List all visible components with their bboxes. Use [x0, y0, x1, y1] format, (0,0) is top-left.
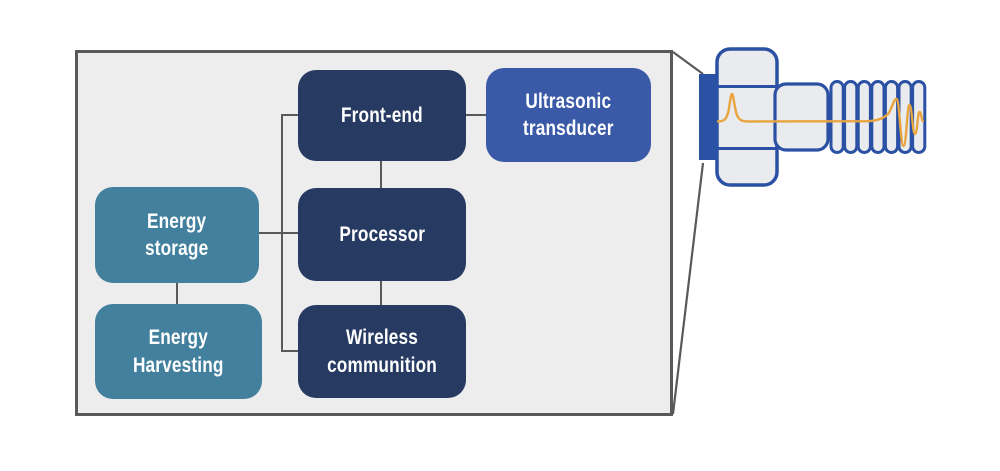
block-energy-storage: Energy storage — [95, 187, 259, 283]
block-energy-storage-label: Energy storage — [145, 209, 209, 260]
block-processor: Processor — [298, 188, 466, 281]
block-wireless-communition-label: Wireless communition — [327, 326, 437, 377]
ultrasonic-bolt-illustration — [699, 47, 927, 187]
bolt-thread — [897, 80, 913, 154]
bolt-transducer-element — [699, 74, 718, 160]
connector-storage-to-harvesting — [176, 282, 178, 305]
block-wireless-communition: Wireless communition — [298, 305, 466, 398]
connector-frontend-to-processor — [380, 160, 382, 189]
bolt-thread — [856, 80, 872, 154]
block-ultrasonic-transducer-label: Ultrasonic transducer — [523, 89, 614, 140]
block-processor-label: Processor — [339, 222, 425, 246]
callout-line-bottom — [671, 162, 705, 415]
block-front-end: Front-end — [298, 70, 466, 161]
connector-storage-to-processor — [257, 232, 300, 234]
block-ultrasonic-transducer: Ultrasonic transducer — [486, 68, 651, 162]
callout-line-top — [672, 51, 704, 75]
connector-powerbus-bottom-elbow — [281, 350, 300, 352]
bolt-threads — [829, 80, 927, 154]
connector-processor-to-wireless — [380, 280, 382, 306]
bolt-shank — [773, 82, 830, 152]
block-energy-harvesting: Energy Harvesting — [95, 304, 262, 399]
bolt-head — [715, 47, 779, 187]
echo-waveform — [716, 92, 925, 148]
bolt-thread — [829, 80, 845, 154]
bolt-thread — [870, 80, 886, 154]
connector-frontend-to-transducer — [464, 114, 488, 116]
block-energy-harvesting-label: Energy Harvesting — [133, 326, 224, 377]
block-front-end-label: Front-end — [341, 103, 423, 127]
bolt-thread — [911, 80, 927, 154]
connector-powerbus-top-elbow — [281, 114, 300, 116]
bolt-thread — [843, 80, 859, 154]
bolt-thread — [883, 80, 900, 154]
